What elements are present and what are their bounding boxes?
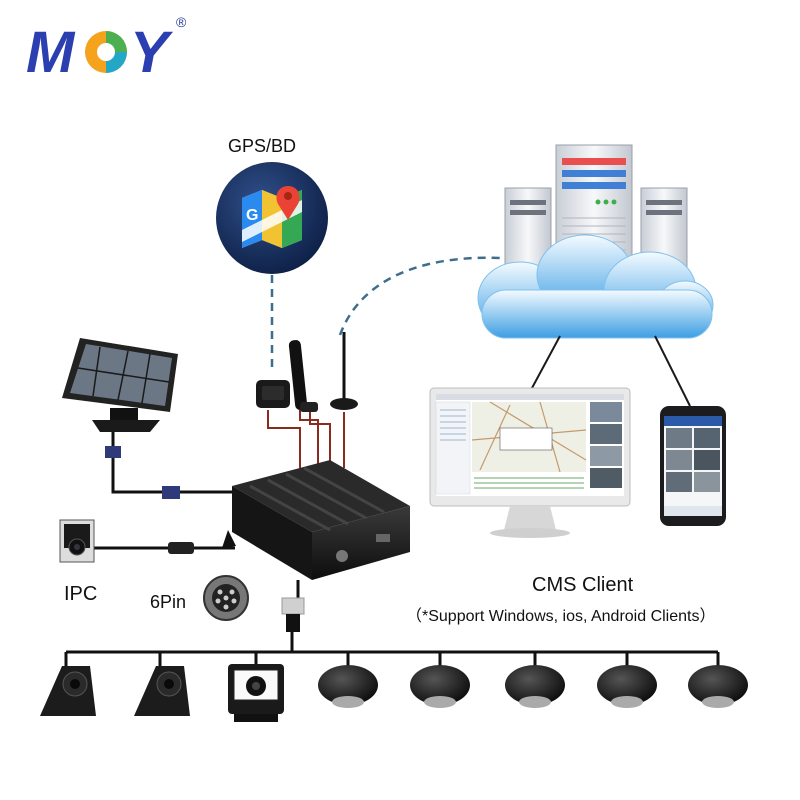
svg-text:M: M xyxy=(26,20,76,82)
mobile-dvr-icon xyxy=(222,460,410,580)
video-thumbnails xyxy=(590,402,622,488)
dome-camera-icon xyxy=(597,665,657,708)
ipc-label: IPC xyxy=(64,583,98,605)
svg-text:G: G xyxy=(246,207,258,224)
antenna-wires xyxy=(267,410,345,468)
wireless-links xyxy=(270,256,501,372)
wifi-antenna-icon xyxy=(330,332,358,410)
6pin-connector-icon xyxy=(203,575,249,621)
google-maps-icon: G xyxy=(242,186,302,248)
cloud-icon xyxy=(477,234,714,339)
cables xyxy=(64,432,720,666)
4g-antenna-icon xyxy=(288,340,318,412)
cloud-client-links xyxy=(531,335,691,407)
side-camera-icon xyxy=(134,666,190,716)
vehicle-monitor-icon xyxy=(62,338,178,432)
cms-client-subtitle: （*Support Windows, ios, Android Clients） xyxy=(406,608,716,625)
dome-camera-icon xyxy=(688,665,748,708)
gps-label: GPS/BD xyxy=(228,136,297,156)
cms-client-title: CMS Client xyxy=(532,574,634,596)
dome-camera-icon xyxy=(410,665,470,708)
smartphone-icon xyxy=(660,406,726,526)
6pin-label: 6Pin xyxy=(150,592,187,612)
side-camera-icon xyxy=(40,666,96,716)
cloud-link xyxy=(338,256,501,336)
box-camera-icon xyxy=(228,664,284,722)
dome-camera-icon xyxy=(318,665,378,708)
dome-camera-icon xyxy=(505,665,565,708)
registered-mark: ® xyxy=(176,14,187,30)
monitor-icon xyxy=(429,387,631,538)
gps-icon: G xyxy=(216,162,328,274)
camera-row xyxy=(40,664,748,722)
gps-antenna-icon xyxy=(256,380,290,408)
svg-text:Y: Y xyxy=(130,20,174,82)
brand-logo: M Y xyxy=(26,20,174,82)
connectors xyxy=(105,446,305,632)
ipc-camera-icon xyxy=(59,519,95,563)
